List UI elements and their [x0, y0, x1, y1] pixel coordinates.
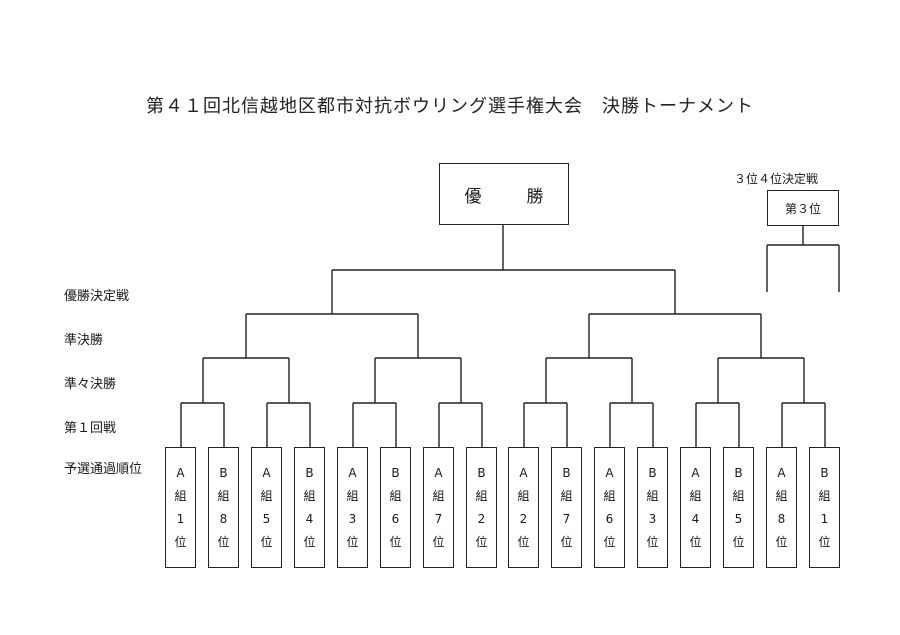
entry-i: 位: [217, 534, 230, 549]
entry-rank: 1: [176, 511, 185, 526]
entry-i: 位: [775, 534, 788, 549]
entry-kumi: 組: [517, 488, 530, 503]
entry-rank: 6: [605, 511, 614, 526]
entry-rank: 2: [477, 511, 486, 526]
entry-i: 位: [603, 534, 616, 549]
entry-group: B: [305, 465, 314, 480]
entry-rank: 5: [734, 511, 743, 526]
entry-rank: 8: [219, 511, 228, 526]
entry-kumi: 組: [818, 488, 831, 503]
entry-kumi: 組: [432, 488, 445, 503]
entry-i: 位: [732, 534, 745, 549]
entry-kumi: 組: [475, 488, 488, 503]
entry-kumi: 組: [346, 488, 359, 503]
entry-kumi: 組: [560, 488, 573, 503]
entry-group: B: [391, 465, 400, 480]
entry-i: 位: [303, 534, 316, 549]
entry-rank: 2: [519, 511, 528, 526]
entry-group: A: [519, 465, 528, 480]
entry-kumi: 組: [732, 488, 745, 503]
entry-rank: 8: [777, 511, 786, 526]
entry-rank: 3: [348, 511, 357, 526]
entry-rank: 5: [262, 511, 271, 526]
entry-group: B: [562, 465, 571, 480]
entry-i: 位: [346, 534, 359, 549]
round-label-quarterfinal: 準々決勝: [64, 377, 117, 392]
entry-group: B: [477, 465, 486, 480]
entry-kumi: 組: [389, 488, 402, 503]
entry-i: 位: [260, 534, 273, 549]
champion-label: 優 勝: [464, 186, 558, 207]
entry-group: B: [734, 465, 743, 480]
entry-kumi: 組: [260, 488, 273, 503]
entry-rank: 1: [820, 511, 829, 526]
entry-group: A: [777, 465, 786, 480]
entry-kumi: 組: [303, 488, 316, 503]
entry-rank: 4: [305, 511, 314, 526]
entry-kumi: 組: [775, 488, 788, 503]
entry-i: 位: [389, 534, 402, 549]
entry-kumi: 組: [689, 488, 702, 503]
third-place-label: 第３位: [784, 201, 821, 216]
entry-group: B: [219, 465, 228, 480]
entry-rank: 6: [391, 511, 400, 526]
entry-i: 位: [174, 534, 187, 549]
entry-group: A: [348, 465, 357, 480]
third-place-caption: ３位４位決定戦: [734, 172, 819, 186]
entry-i: 位: [432, 534, 445, 549]
page-title: 第４１回北信越地区都市対抗ボウリング選手権大会 決勝トーナメント: [146, 96, 754, 117]
entry-i: 位: [646, 534, 659, 549]
entry-group: A: [605, 465, 614, 480]
entry-i: 位: [818, 534, 831, 549]
round-label-first-round: 第１回戦: [64, 421, 117, 436]
entry-group: A: [176, 465, 185, 480]
entry-group: A: [691, 465, 700, 480]
round-label-final: 優勝決定戦: [64, 289, 130, 304]
round-label-semifinal: 準決勝: [64, 333, 104, 348]
entry-rank: 7: [562, 511, 571, 526]
round-label-seeding: 予選通過順位: [64, 462, 143, 477]
champion-box: 優 勝: [439, 163, 569, 225]
entry-kumi: 組: [603, 488, 616, 503]
entry-rank: 4: [691, 511, 700, 526]
entry-kumi: 組: [174, 488, 187, 503]
entry-rank: 3: [648, 511, 657, 526]
entry-kumi: 組: [217, 488, 230, 503]
entry-rank: 7: [434, 511, 443, 526]
entry-group: B: [648, 465, 657, 480]
entry-kumi: 組: [646, 488, 659, 503]
entry-group: B: [820, 465, 829, 480]
entry-i: 位: [689, 534, 702, 549]
entry-group: A: [262, 465, 271, 480]
entry-i: 位: [560, 534, 573, 549]
entry-i: 位: [517, 534, 530, 549]
third-place-box: 第３位: [767, 190, 839, 226]
entry-i: 位: [475, 534, 488, 549]
entry-group: A: [434, 465, 443, 480]
